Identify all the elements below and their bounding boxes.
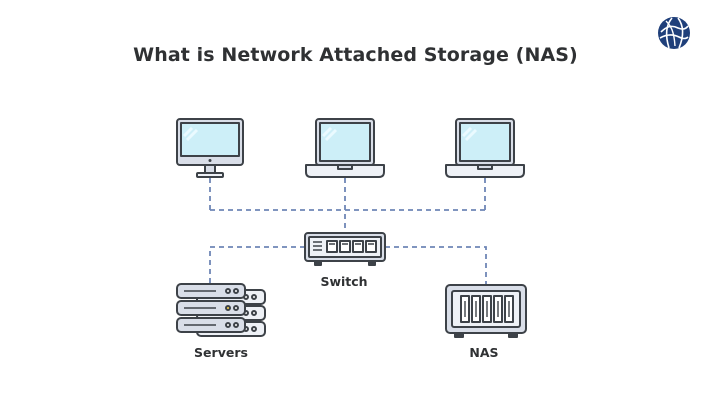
desktop-monitor-icon (176, 118, 244, 178)
page-title: What is Network Attached Storage (NAS) (133, 44, 578, 66)
nas-label: NAS (469, 345, 499, 360)
globe-logo-icon (658, 17, 690, 49)
network-switch-icon (304, 232, 386, 266)
connector-switch-to-servers (209, 246, 305, 285)
laptop-icon (445, 118, 525, 178)
laptop-icon (305, 118, 385, 178)
connector-lines (209, 178, 487, 285)
nas-device-icon (445, 284, 527, 338)
connector-switch-to-nas (385, 246, 487, 285)
server-rack-icon (176, 283, 266, 337)
switch-label: Switch (320, 274, 368, 289)
servers-label: Servers (194, 345, 248, 360)
